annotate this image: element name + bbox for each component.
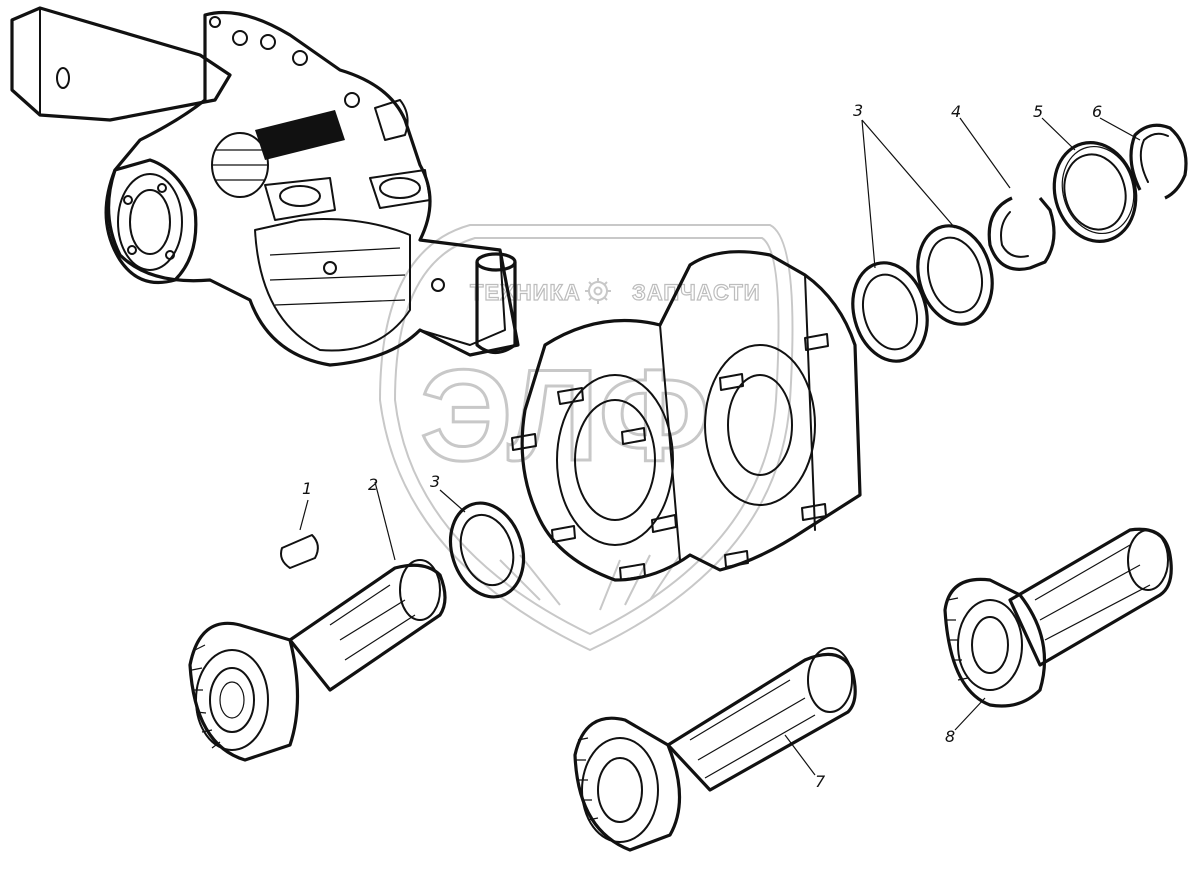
watermark-right-text: ЗАПЧАСТИ [632,280,761,305]
gear-watermark-icon [585,278,611,304]
part-3-washers-upper [851,119,994,363]
part-8-gear-shaft [943,527,1173,731]
callout-3-lower: 3 [430,472,440,491]
part-6-snap-ring [1099,117,1188,200]
callout-3-upper: 3 [853,101,863,120]
differential-housing [511,250,862,582]
callout-7: 7 [815,772,826,791]
part-5-bearing-ring [1041,117,1138,243]
callout-1: 1 [302,479,312,498]
part-4-split-ring [959,117,1056,271]
callout-5: 5 [1033,102,1043,121]
callout-2: 2 [368,475,378,494]
part-7-gear-shaft [573,647,857,852]
callout-6: 6 [1092,102,1102,121]
callout-4: 4 [951,102,961,121]
callout-labels: 1 2 3 3 4 5 6 7 8 [302,101,1102,791]
callout-8: 8 [945,727,955,746]
part-3-washer-lower [439,489,526,599]
part-2-gear-shaft [188,481,447,762]
part-1-key [280,499,319,569]
watermark-left-text: ТЕХНИКА [470,280,581,305]
reducer-assembly [10,6,520,367]
